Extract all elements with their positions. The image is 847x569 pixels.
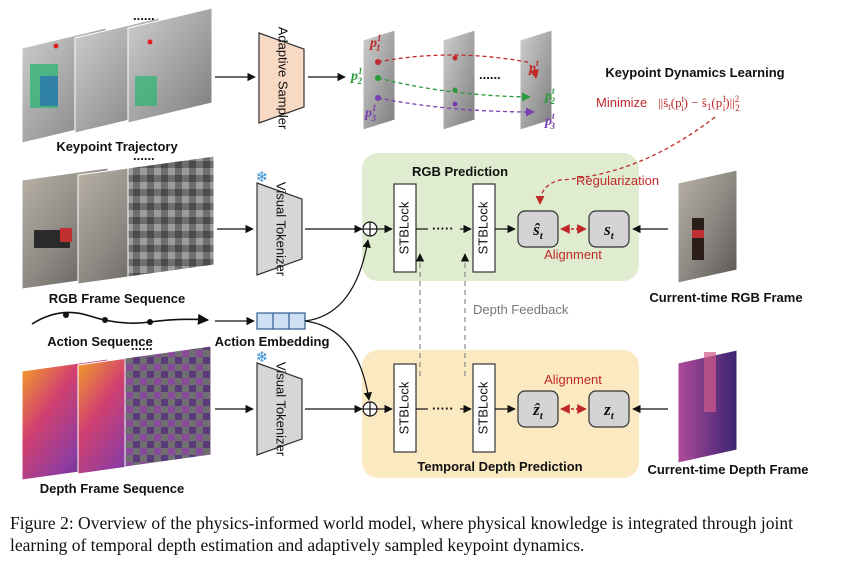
rgb-stack-dots: ...... (133, 148, 155, 163)
regularization-label: Regularization (576, 173, 659, 188)
rgb-target-state-label: st (603, 220, 615, 242)
rgb-predicted-state-node (517, 210, 559, 248)
depth-frame-sequence-label: Depth Frame Sequence (40, 481, 185, 496)
keypoint-stack-dots: ...... (133, 8, 155, 23)
current-time-depth-frame-image (677, 349, 738, 464)
rgb-frame-sequence-label: RGB Frame Sequence (49, 291, 186, 306)
frames-dots: ...... (479, 67, 501, 82)
keypoint-trajectory-images (21, 7, 213, 144)
keypoint-trajectory-label: Keypoint Trajectory (56, 139, 178, 154)
depth-predicted-state-label: ẑt (532, 400, 544, 422)
depth-stack-dots: ...... (131, 338, 153, 353)
action-sequence-curve (31, 311, 210, 325)
depth-stblock-1-label: STBLock (396, 381, 411, 434)
depth-frozen-icon: ❄ (256, 348, 269, 366)
depth-target-state-node (588, 390, 630, 428)
adaptive-sampler-block (258, 32, 305, 124)
depth-frame-sequence-images (21, 345, 212, 481)
depth-stblock-dots: ····· (432, 401, 454, 416)
rgb-predicted-state-label: ŝt (532, 220, 544, 242)
action-point-2 (102, 317, 108, 323)
rgb-prediction-title: RGB Prediction (412, 164, 508, 179)
depth-stblock-1 (393, 363, 417, 453)
arrow-embedding-to-rgb-sum (304, 239, 371, 322)
action-embedding-label: Action Embedding (215, 334, 330, 349)
rgb-stblock-dots: ····· (432, 221, 454, 236)
current-time-depth-frame-label: Current-time Depth Frame (647, 462, 808, 477)
sampled-keypoint-frames (362, 29, 553, 131)
rgb-target-state-node (588, 210, 630, 248)
rgb-prediction-panel (362, 153, 639, 281)
minimize-label: Minimize (596, 95, 647, 110)
depth-feedback-label: Depth Feedback (473, 302, 569, 317)
action-embedding-block (256, 312, 306, 330)
rgb-frozen-icon: ❄ (256, 168, 269, 186)
current-time-rgb-frame-label: Current-time RGB Frame (649, 290, 802, 305)
keypoint-trajectories (375, 54, 539, 117)
depth-visual-tokenizer-label: Visual Tokenizer (274, 362, 289, 457)
rgb-alignment-label: Alignment (544, 247, 602, 262)
keypoint-dynamics-title: Keypoint Dynamics Learning (605, 65, 784, 80)
rgb-visual-tokenizer-block (256, 182, 303, 276)
diagram-canvas: ...... Keypoint Trajectory Adaptive Samp… (21, 7, 809, 496)
depth-stblock-2 (472, 363, 496, 453)
rgb-stblock-2 (472, 183, 496, 273)
depth-alignment-label: Alignment (544, 372, 602, 387)
action-sequence-label: Action Sequence (47, 334, 152, 349)
action-point-1 (63, 312, 69, 318)
rgb-stblock-1-label: STBLock (396, 201, 411, 254)
depth-prediction-panel (362, 350, 639, 478)
figure-caption: Figure 2: Overview of the physics-inform… (10, 513, 793, 555)
arrow-embedding-to-depth-sum (304, 320, 373, 401)
depth-visual-tokenizer-block (256, 362, 303, 456)
rgb-visual-tokenizer-label: Visual Tokenizer (274, 182, 289, 277)
temporal-depth-prediction-title: Temporal Depth Prediction (417, 459, 582, 474)
rgb-stblock-2-label: STBLock (475, 201, 490, 254)
depth-target-state-label: zt (603, 400, 615, 422)
rgb-frame-sequence-images (21, 155, 215, 290)
current-time-rgb-frame-image (677, 169, 738, 284)
depth-stblock-2-label: STBLock (475, 381, 490, 434)
adaptive-sampler-label: Adaptive Sampler (276, 27, 291, 130)
rgb-stblock-1 (393, 183, 417, 273)
action-point-3 (147, 319, 153, 325)
regularization-arrow (535, 116, 716, 205)
depth-predicted-state-node (517, 390, 559, 428)
